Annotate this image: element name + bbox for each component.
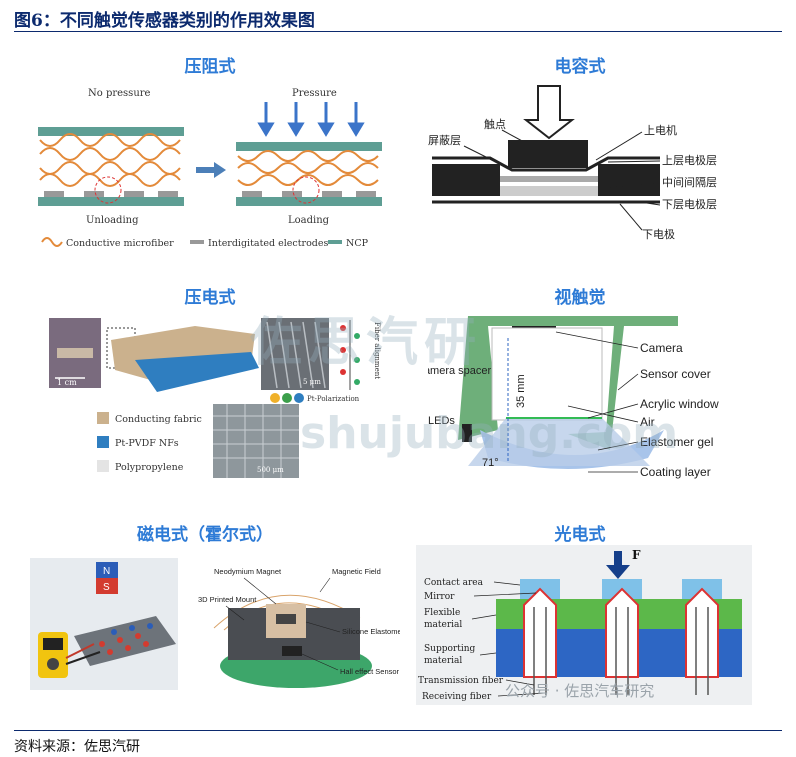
label-force: F	[632, 548, 641, 562]
label-camera-spacer: Camera spacer	[428, 365, 492, 377]
sem-image-2	[213, 404, 299, 478]
label-mount: 3D Printed Mount	[198, 595, 257, 604]
label-scale-1cm: 1 cm	[57, 378, 77, 387]
title-rule	[14, 31, 782, 32]
hall-sensor	[282, 646, 302, 656]
footer-rule	[14, 730, 782, 731]
figure-title: 图6：不同触觉传感器类别的作用效果图	[14, 11, 315, 31]
unloading-label: Unloading	[86, 215, 139, 226]
optical-diagram: F Contact area Mirror Flexible material …	[416, 545, 752, 705]
label-n: N	[103, 566, 110, 577]
fiber-units	[523, 587, 719, 678]
legend-pvdf: Pt-PVDF NFs	[115, 438, 179, 449]
label-angle: 71°	[482, 457, 499, 469]
section-title-optical: 光电式	[554, 525, 606, 545]
legend-ncp: NCP	[346, 238, 369, 249]
section-title-capacitive: 电容式	[554, 57, 606, 77]
source-note: 资料来源：佐思汽研	[14, 739, 140, 755]
label-lower-layer: 下层电极层	[662, 197, 717, 211]
label-contact-area: Contact area	[424, 578, 484, 588]
section-title-piezoelectric: 压电式	[184, 288, 236, 308]
label-supporting: Supporting	[424, 644, 475, 654]
label-acrylic: Acrylic window	[640, 397, 719, 411]
magnetic-diagram: N S Neodymium Magnet 3D Printed Mount Ma…	[30, 558, 400, 690]
label-upper-layer: 上层电极层	[662, 153, 717, 167]
led-block	[462, 424, 472, 442]
label-air: Air	[640, 415, 655, 429]
force-arrow-icon	[606, 551, 630, 579]
microfiber-legend-icon	[41, 237, 63, 247]
press-arrow-icon	[523, 85, 575, 140]
label-supporting-2: material	[424, 656, 462, 666]
magnet-s	[96, 578, 118, 594]
label-shield: 屏蔽层	[428, 134, 461, 147]
unloading-sensor	[38, 127, 184, 206]
wechat-watermark: 公众号 · 佐思汽车研究	[505, 682, 655, 700]
section-title-magnetic: 磁电式（霍尔式）	[137, 525, 273, 545]
arrow-right-icon	[196, 162, 226, 178]
url-watermark: shujubang.com	[300, 408, 679, 459]
label-sensor-cover: Sensor cover	[640, 367, 711, 381]
piezoelectric-diagram: 1 cm 5 μm Fiber alignment Pt-Polarizatio…	[49, 318, 381, 478]
label-magnet: Neodymium Magnet	[214, 567, 282, 576]
label-silicone: Silicone Elastomer	[342, 627, 400, 636]
section-title-piezoresistive: 压阻式	[184, 57, 236, 77]
sem-scale-500um: 500 μm	[257, 466, 284, 474]
label-s: S	[103, 582, 110, 593]
capacitive-diagram: 屏蔽层 触点 上电机 上层电极层 中间间隔层 下层电极层 下电极	[428, 85, 717, 241]
legend-conducting-fabric: Conducting fabric	[115, 414, 202, 425]
label-mirror: Mirror	[424, 592, 455, 602]
label-receiving: Receiving fiber	[422, 692, 492, 702]
no-pressure-label: No pressure	[88, 88, 151, 99]
label-height: 35 mm	[515, 374, 527, 408]
label-coating: Coating layer	[640, 465, 711, 479]
contact-block	[508, 140, 588, 168]
label-hall: Hall effect Sensor	[340, 667, 400, 676]
pvdf-layer	[135, 352, 259, 392]
loading-label: Loading	[288, 215, 330, 226]
legend-microfiber: Conductive microfiber	[66, 238, 174, 249]
legend-electrodes: Interdigitated electrodes	[208, 238, 328, 249]
fiber-alignment-schematic	[340, 320, 360, 390]
label-transmission: Transmission fiber	[418, 676, 504, 686]
sem-scale-5um: 5 μm	[303, 378, 321, 386]
sensor-cover	[458, 316, 678, 450]
pressure-arrows	[257, 102, 365, 137]
loading-sensor	[236, 142, 382, 206]
fiber-alignment-label: Fiber alignment	[373, 322, 381, 379]
pressure-label: Pressure	[292, 88, 337, 99]
label-middle-layer: 中间间隔层	[662, 176, 717, 189]
polarization-label: Pt-Polarization	[307, 395, 360, 403]
piezoresistive-diagram: No pressure Pressure Unloading Loading C…	[38, 88, 382, 249]
label-elastomer: Elastomer gel	[640, 435, 713, 449]
label-top-electrode: 上电机	[644, 123, 677, 137]
label-flexible-2: material	[424, 620, 462, 630]
label-contact: 触点	[484, 117, 506, 131]
label-flexible: Flexible	[424, 608, 460, 618]
legend-polypropylene: Polypropylene	[115, 462, 184, 473]
visual-tactile-diagram: Camera spacer LEDs 71° 35 mm Camera Sens…	[428, 316, 719, 479]
label-leds: LEDs	[428, 415, 455, 427]
label-bottom-electrode: 下电极	[642, 227, 675, 241]
label-camera: Camera	[640, 341, 683, 355]
magnet-n	[96, 562, 118, 578]
ncp-legend-icon	[328, 240, 342, 244]
electrode-legend-icon	[190, 240, 204, 244]
brand-watermark: 佐思汽研	[250, 313, 483, 373]
section-title-visual: 视触觉	[554, 288, 606, 308]
label-field: Magnetic Field	[332, 567, 381, 576]
